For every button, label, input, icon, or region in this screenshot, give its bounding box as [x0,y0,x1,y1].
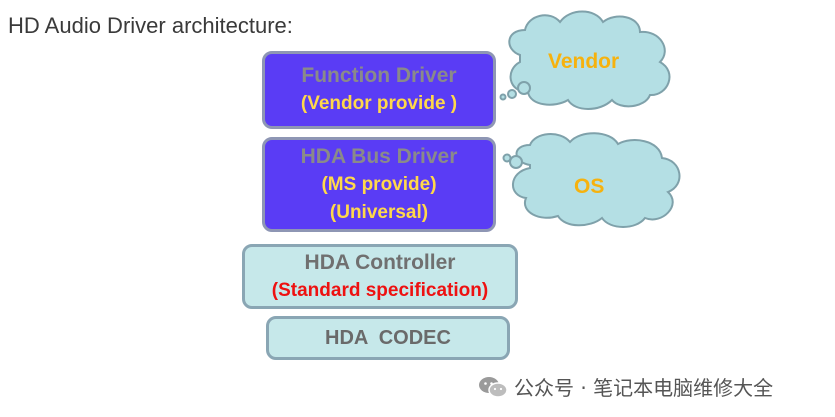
hda-bus-driver-box: HDA Bus Driver (MS provide) (Universal) [262,137,496,232]
vendor-cloud [499,10,671,110]
hda-controller-box: HDA Controller (Standard specification) [242,244,518,309]
hda-controller-label: HDA Controller [304,250,456,274]
hda-bus-driver-note-universal: (Universal) [329,201,429,223]
hda-controller-note: (Standard specification) [271,279,489,301]
vendor-cloud-label: Vendor [548,50,620,73]
hda-codec-label: HDA CODEC [325,327,451,349]
watermark-text: 公众号 · 笔记本电脑维修大全 [514,376,774,400]
page-title: HD Audio Driver architecture: [8,13,293,38]
os-cloud-label: OS [574,175,605,198]
wechat-icon [479,376,508,398]
hda-bus-driver-label: HDA Bus Driver [300,144,458,168]
os-cloud [502,132,681,228]
watermark: 公众号 · 笔记本电脑维修大全 [478,372,773,401]
hda-bus-driver-note-ms: (MS provide) [321,173,437,195]
function-driver-label: Function Driver [301,64,457,87]
hda-codec-box: HDA CODEC [266,316,510,360]
function-driver-box: Function Driver (Vendor provide ) [262,51,496,129]
function-driver-note: (Vendor provide ) [300,93,458,114]
